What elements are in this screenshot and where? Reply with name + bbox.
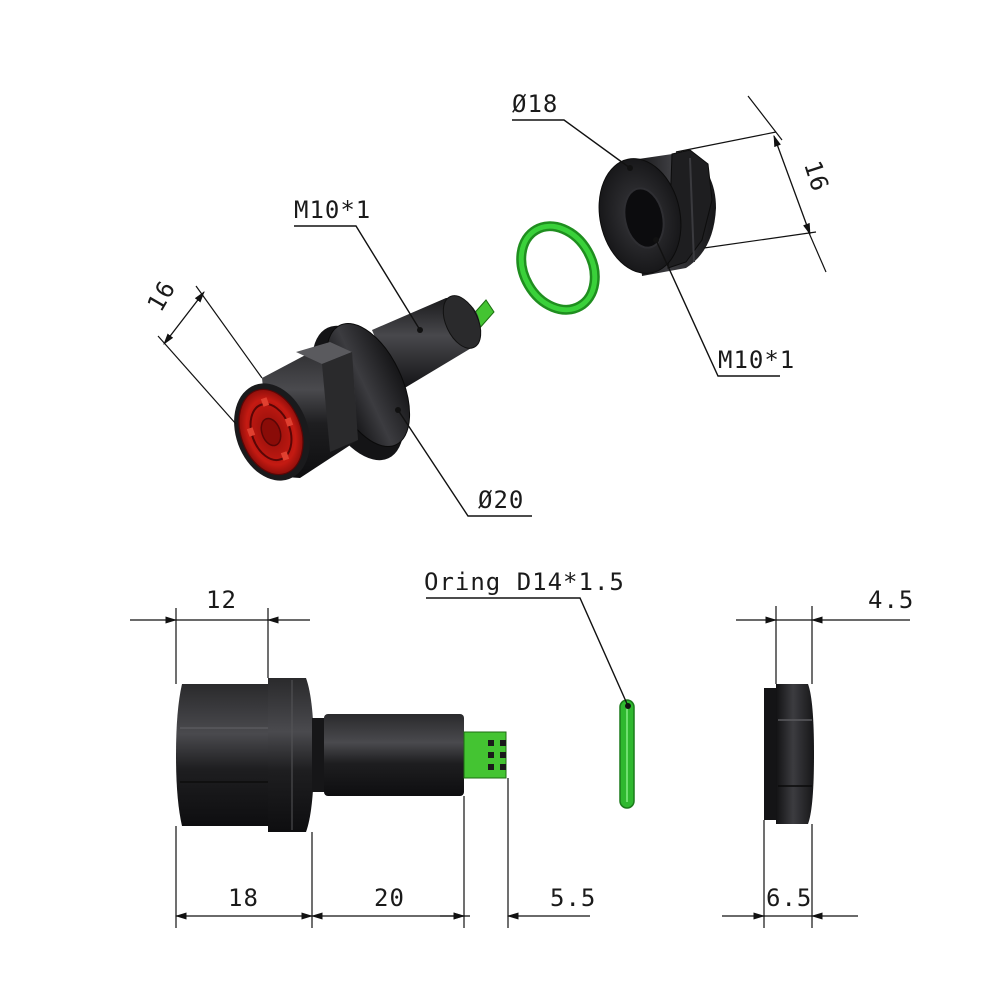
hex-head-side (176, 684, 270, 826)
terminal-length-label: 5.5 (550, 884, 596, 912)
holder-thread-label: M10*1 (294, 196, 371, 224)
terminal-side (463, 731, 507, 779)
lens-face-iso (234, 383, 310, 481)
nut-side-view (764, 684, 814, 824)
nut-iso (598, 149, 716, 276)
head-width-label: 12 (206, 586, 237, 614)
holder-iso-view (234, 295, 495, 481)
barrel-length-label: 20 (374, 884, 405, 912)
nut-diameter-label: Ø18 (512, 90, 558, 118)
nut-thickness-label: 4.5 (868, 586, 914, 614)
nut-side-dimensions: 4.5 6.5 (722, 586, 914, 928)
oring-iso (516, 221, 600, 315)
holder-side-dimensions: 12 18 20 5.5 (130, 586, 596, 928)
oring-side: Oring D14*1.5 (424, 568, 635, 809)
head-length-label: 18 (228, 884, 259, 912)
barrel-iso (372, 295, 482, 392)
nut-length-label: 16 (798, 157, 834, 195)
nut-total-label: 6.5 (766, 884, 812, 912)
flange-side (268, 678, 314, 832)
holder-flange-label: Ø20 (478, 486, 524, 514)
nut-thread-label: M10*1 (718, 346, 795, 374)
oring-label: Oring D14*1.5 (424, 568, 625, 596)
holder-length-label: 16 (142, 276, 182, 317)
holder-side-view (176, 678, 507, 832)
barrel-side (324, 714, 464, 796)
